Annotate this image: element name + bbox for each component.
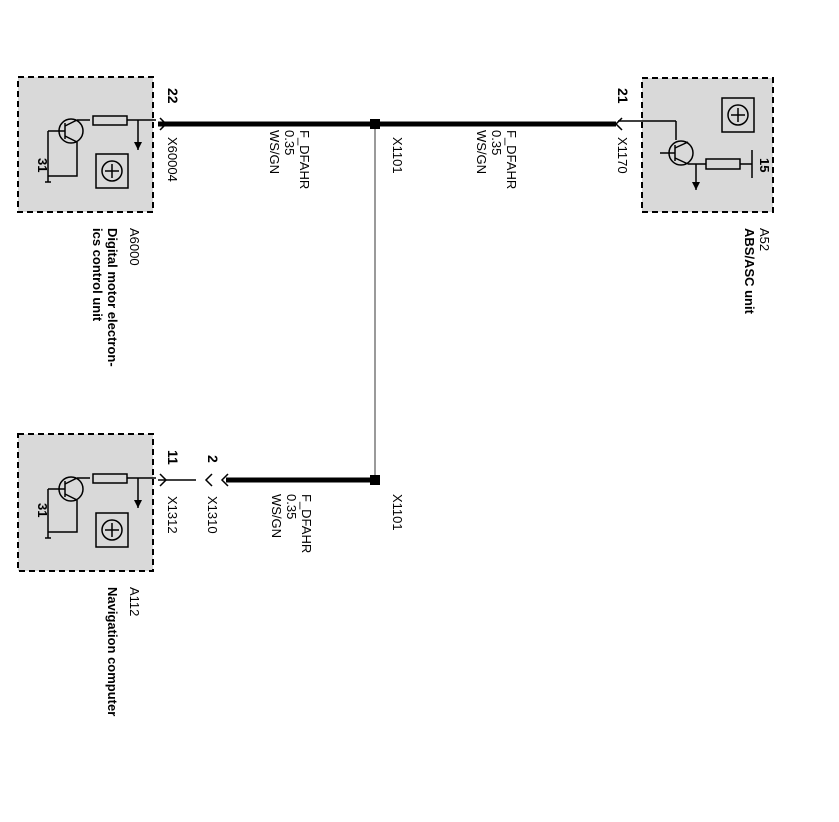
a52-supply-label: 15 xyxy=(757,158,772,172)
a112-ground-label: 31 xyxy=(35,503,50,517)
w1-signal: F_DFAHR xyxy=(297,130,312,189)
a6000-ground-label: 31 xyxy=(35,158,50,172)
splice-top-label: X1101 xyxy=(390,137,405,174)
splice-x1101[interactable]: X1101 X1101 xyxy=(370,119,405,531)
a6000-name-line1: Digital motor electron- xyxy=(105,228,120,367)
w3-color: WS/GN xyxy=(269,494,284,538)
a52-connector-label: X1170 xyxy=(615,137,630,174)
w3-gauge: 0.35 xyxy=(284,494,299,519)
component-a52[interactable]: 15 21 X1170 A52 ABS/ASC unit xyxy=(615,77,774,315)
splice-top-node xyxy=(370,119,380,129)
a6000-name-line2: ics control unit xyxy=(90,228,105,322)
x1310-pin-label: 2 xyxy=(205,455,221,463)
a6000-connector-label: X60004 xyxy=(165,137,180,182)
a52-pin-label: 21 xyxy=(615,88,631,104)
a112-connector-label: X1312 xyxy=(165,496,180,534)
a52-id-label: A52 xyxy=(757,228,772,251)
splice-bottom-node xyxy=(370,475,380,485)
x1310-connector-label: X1310 xyxy=(205,496,220,534)
a112-ecu-icon xyxy=(95,512,129,548)
a52-transistor-symbol xyxy=(618,120,753,190)
a112-name-line1: Navigation computer xyxy=(105,587,120,716)
a112-pin-label: 11 xyxy=(165,450,181,465)
w3-signal: F_DFAHR xyxy=(299,494,314,553)
splice-bottom-label: X1101 xyxy=(390,494,405,531)
a52-name-line1: ABS/ASC unit xyxy=(742,228,757,315)
a6000-pin-label: 22 xyxy=(165,88,181,104)
wire-x1310-splice[interactable]: 2 X1310 F_DFAHR 0.35 WS/GN xyxy=(158,455,372,553)
w2-signal: F_DFAHR xyxy=(504,130,519,189)
a6000-box xyxy=(17,76,154,213)
a6000-transistor-symbol xyxy=(45,115,156,183)
a6000-id-label: A6000 xyxy=(127,228,142,266)
wire-a6000-splice[interactable]: F_DFAHR 0.35 WS/GN xyxy=(158,117,372,189)
w2-gauge: 0.35 xyxy=(489,130,504,155)
w1-gauge: 0.35 xyxy=(282,130,297,155)
a112-box xyxy=(17,433,154,572)
component-a6000[interactable]: 31 22 X60004 A6000 Digital motor electro… xyxy=(17,76,181,367)
w1-color: WS/GN xyxy=(267,130,282,174)
a52-box xyxy=(641,77,774,213)
a112-transistor-symbol xyxy=(45,473,156,539)
wire-splice-a52[interactable]: F_DFAHR 0.35 WS/GN xyxy=(378,117,623,189)
component-a112[interactable]: 31 11 X1312 A112 Navigation computer xyxy=(17,433,181,716)
a52-ecu-icon xyxy=(721,97,755,133)
a112-id-label: A112 xyxy=(127,587,142,616)
a6000-ecu-icon xyxy=(95,153,129,189)
w2-color: WS/GN xyxy=(474,130,489,174)
